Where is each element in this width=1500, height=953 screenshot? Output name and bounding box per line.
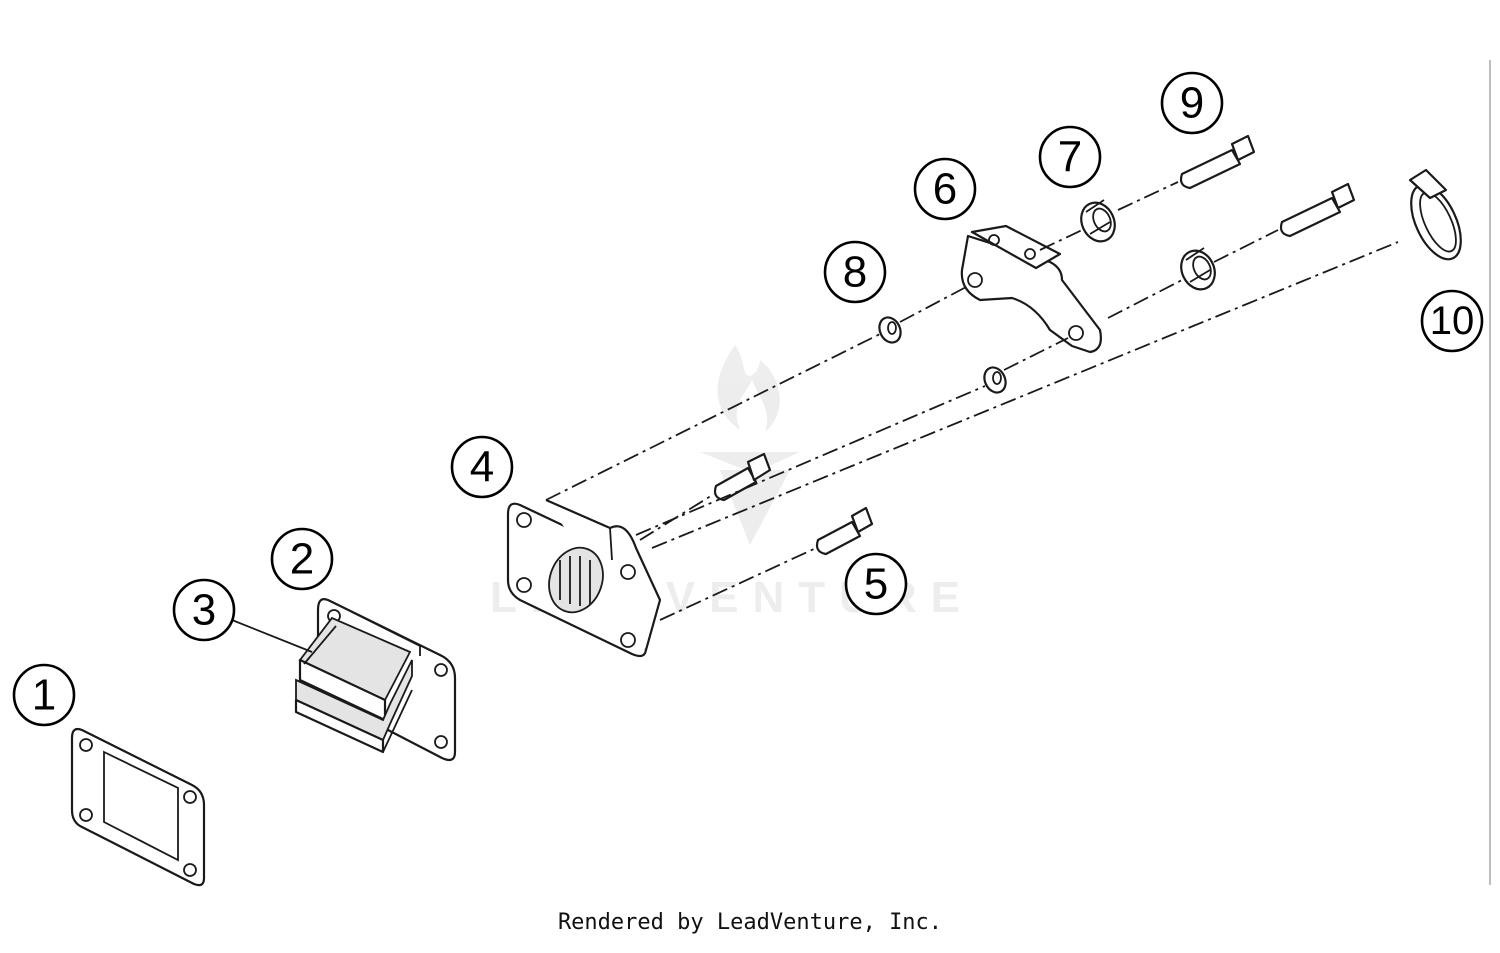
- part-9-screws: [1179, 134, 1356, 238]
- callout-4: 4: [450, 435, 514, 499]
- callout-5: 5: [844, 552, 908, 616]
- callout-7: 7: [1038, 125, 1102, 189]
- callout-7-number: 7: [1058, 133, 1082, 182]
- part-8-spacers: [878, 316, 1007, 394]
- callout-10-number: 10: [1430, 299, 1475, 343]
- callout-6-number: 6: [933, 165, 957, 214]
- part-3-reed-block: [294, 616, 413, 754]
- part-1-gasket: [70, 727, 206, 887]
- part-7-rubber-bushings: [1080, 199, 1216, 291]
- assembly-lines: [545, 181, 1399, 621]
- part-5-screws: [713, 452, 874, 556]
- callout-8: 8: [823, 240, 887, 304]
- callout-2-number: 2: [290, 535, 314, 584]
- callout-6: 6: [913, 157, 977, 221]
- callout-1-number: 1: [32, 671, 56, 720]
- callout-3: 3: [172, 578, 236, 642]
- render-credit: Rendered by LeadVenture, Inc.: [557, 910, 943, 935]
- callout-4-number: 4: [470, 443, 494, 492]
- callout-3-leader: [231, 619, 313, 653]
- callout-1: 1: [12, 663, 76, 727]
- callout-2: 2: [270, 527, 334, 591]
- callout-9-number: 9: [1180, 79, 1204, 128]
- part-4-intake-flange: [506, 498, 662, 658]
- part-6-bracket: [960, 224, 1102, 354]
- callout-3-number: 3: [192, 586, 216, 635]
- callout-8-number: 8: [843, 248, 867, 297]
- callout-5-number: 5: [864, 560, 888, 609]
- callout-9: 9: [1160, 71, 1224, 135]
- callout-10: 10: [1420, 289, 1484, 353]
- part-10-hose-clamp: [1408, 168, 1462, 261]
